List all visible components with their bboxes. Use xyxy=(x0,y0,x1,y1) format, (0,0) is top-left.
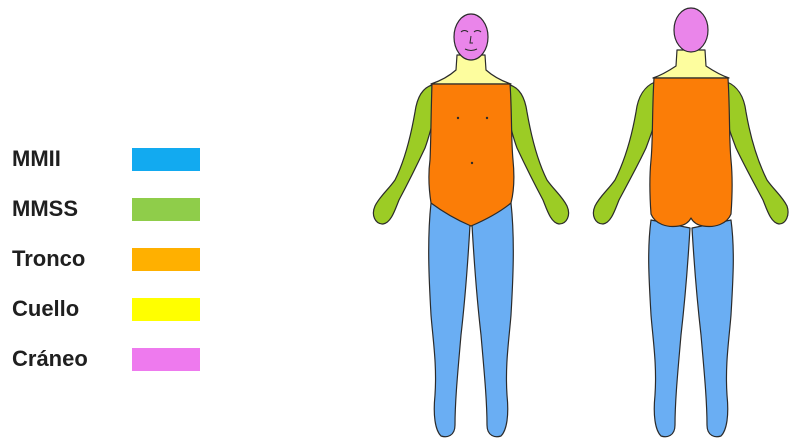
legend-item-craneo: Cráneo xyxy=(12,340,212,390)
legend-swatch xyxy=(132,198,200,221)
back-neck xyxy=(653,50,729,78)
legend-item-mmss: MMSS xyxy=(12,190,212,240)
legend-label: MMSS xyxy=(12,196,78,222)
legend-label: Tronco xyxy=(12,246,85,272)
back-head xyxy=(674,8,708,52)
front-nipple-right xyxy=(486,117,488,119)
legend-swatch xyxy=(132,148,200,171)
back-right-leg xyxy=(692,220,733,437)
front-figure xyxy=(373,14,568,437)
front-left-leg xyxy=(429,203,470,437)
legend-swatch xyxy=(132,348,200,371)
body-figures xyxy=(355,0,790,448)
front-right-leg xyxy=(472,203,513,437)
front-navel xyxy=(471,162,473,164)
legend-label: MMII xyxy=(12,146,61,172)
legend-item-mmii: MMII xyxy=(12,140,212,190)
legend-swatch xyxy=(132,298,200,321)
legend: MMII MMSS Tronco Cuello Cráneo xyxy=(12,140,212,390)
legend-item-cuello: Cuello xyxy=(12,290,212,340)
legend-item-tronco: Tronco xyxy=(12,240,212,290)
front-nipple-left xyxy=(457,117,459,119)
back-right-arm xyxy=(727,82,788,224)
front-trunk xyxy=(429,84,514,226)
legend-label: Cráneo xyxy=(12,346,88,372)
back-left-leg xyxy=(649,220,690,437)
back-trunk xyxy=(650,78,732,227)
back-left-arm xyxy=(593,82,655,224)
front-left-arm xyxy=(373,85,432,224)
back-figure xyxy=(593,8,788,437)
legend-swatch xyxy=(132,248,200,271)
legend-label: Cuello xyxy=(12,296,79,322)
front-right-arm xyxy=(510,85,569,224)
